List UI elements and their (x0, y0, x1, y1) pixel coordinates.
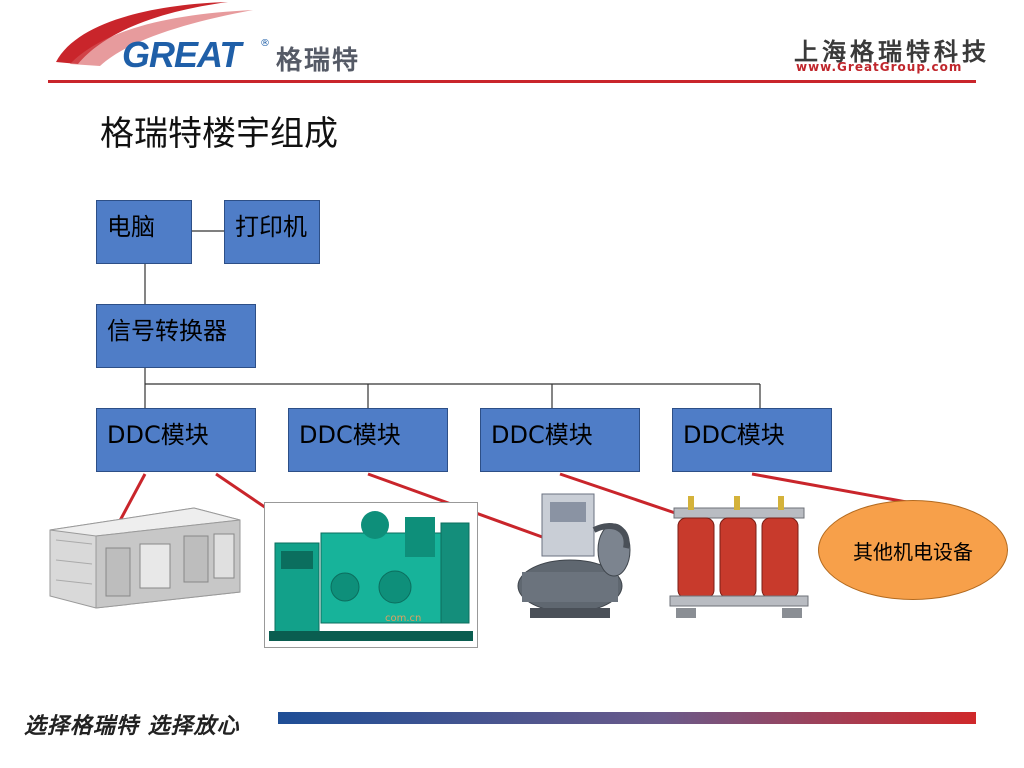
computer-box: 电脑 (96, 200, 192, 264)
generator-set-icon (269, 511, 473, 641)
chiller-icon (517, 493, 631, 618)
registered-mark: ® (260, 38, 270, 49)
other-equipment-label: 其他机电设备 (853, 539, 973, 564)
transformer-icon (669, 496, 809, 618)
company-url: www.GreatGroup.com (796, 60, 963, 74)
footer-gradient-bar (278, 712, 976, 724)
footer-slogan: 选择格瑞特 选择放心 (24, 714, 240, 739)
other-equipment-ellipse: 其他机电设备 (818, 500, 1008, 600)
ddc-module-box: DDC模块 (96, 408, 256, 472)
logo-swoosh-icon (56, 2, 253, 66)
logo-chinese-name: 格瑞特 (276, 46, 361, 76)
generator-set-panel: com.cn (264, 502, 478, 648)
air-handling-unit-icon (49, 507, 241, 609)
header-divider (48, 80, 976, 83)
watermark-text: com.cn (385, 613, 422, 624)
ddc-module-box: DDC模块 (480, 408, 640, 472)
printer-box: 打印机 (224, 200, 320, 264)
page-title: 格瑞特楼宇组成 (100, 114, 338, 154)
ddc-module-box: DDC模块 (288, 408, 448, 472)
ddc-module-box: DDC模块 (672, 408, 832, 472)
company-name: 上海格瑞特科技 (794, 38, 990, 66)
signal-converter-box: 信号转换器 (96, 304, 256, 368)
logo-text: GREAT (122, 34, 241, 75)
